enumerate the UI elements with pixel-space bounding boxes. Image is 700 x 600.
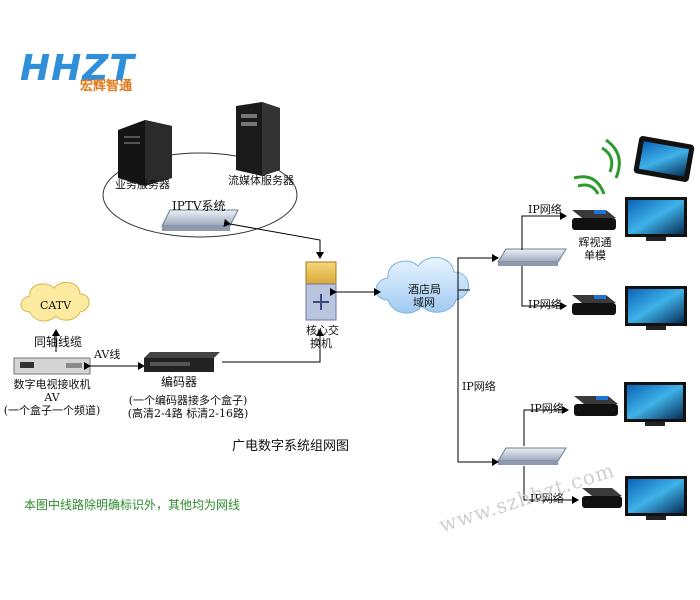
stb-top-1-icon (572, 210, 616, 230)
media-server-label: 流媒体服务器 (228, 174, 294, 187)
tv-bottom-2-icon (625, 476, 687, 520)
ip-label-bottom-1: IP网络 (530, 402, 564, 415)
ip-label-bottom-2: IP网络 (530, 492, 564, 505)
hotel-lan-cloud-icon (375, 257, 469, 314)
tv-top-2-icon (625, 286, 687, 330)
iptv-system-label: IPTV系统 (172, 199, 226, 213)
catv-cloud-icon (20, 281, 90, 322)
catv-label: CATV (40, 299, 72, 312)
core-switch-label: 核心交换机 (306, 324, 339, 350)
stb-bottom-1-icon (574, 396, 618, 416)
tv-top-1-icon (625, 197, 687, 241)
lan-switch-top-icon (497, 248, 567, 266)
encoder-icon (144, 352, 220, 372)
hui-module-label: 辉视通单模 (578, 236, 612, 262)
diagram-title: 广电数字系统组网图 (232, 439, 350, 454)
logo-subtitle: 宏辉智通 (80, 79, 133, 94)
av-cable-label: AV线 (94, 348, 121, 361)
dtv-receiver-icon (13, 357, 91, 375)
stb-bottom-2-icon (582, 488, 622, 508)
stb-top-2-icon (572, 295, 616, 315)
core-switch-icon (305, 261, 337, 321)
ip-label-top-1: IP网络 (528, 203, 562, 216)
diagram-note: 本图中线路除明确标识外，其他均为网线 (24, 498, 241, 512)
wifi-signal-icon (573, 138, 621, 195)
lan-switch-bottom-icon (497, 447, 567, 465)
media-server-icon (236, 102, 280, 176)
business-server-icon (118, 120, 172, 186)
ip-label-top-2: IP网络 (528, 298, 562, 311)
logo-wordmark: HHZT (20, 48, 135, 89)
hotel-lan-label: 酒店局域网 (408, 283, 441, 309)
iptv-switch-icon (161, 209, 239, 231)
encoder-label: 编码器 (161, 375, 198, 389)
business-server-label: 业务服务器 (115, 178, 170, 191)
ip-network-label: IP网络 (462, 380, 496, 393)
tv-bottom-1-icon (624, 382, 686, 426)
encoder-note: (一个编码器接多个盒子)(高清2-4路 标清2-16路) (127, 394, 249, 420)
coax-cable-label: 同轴线缆 (34, 335, 83, 349)
tablet-icon (633, 136, 695, 182)
iptv-system-boundary (102, 152, 298, 238)
